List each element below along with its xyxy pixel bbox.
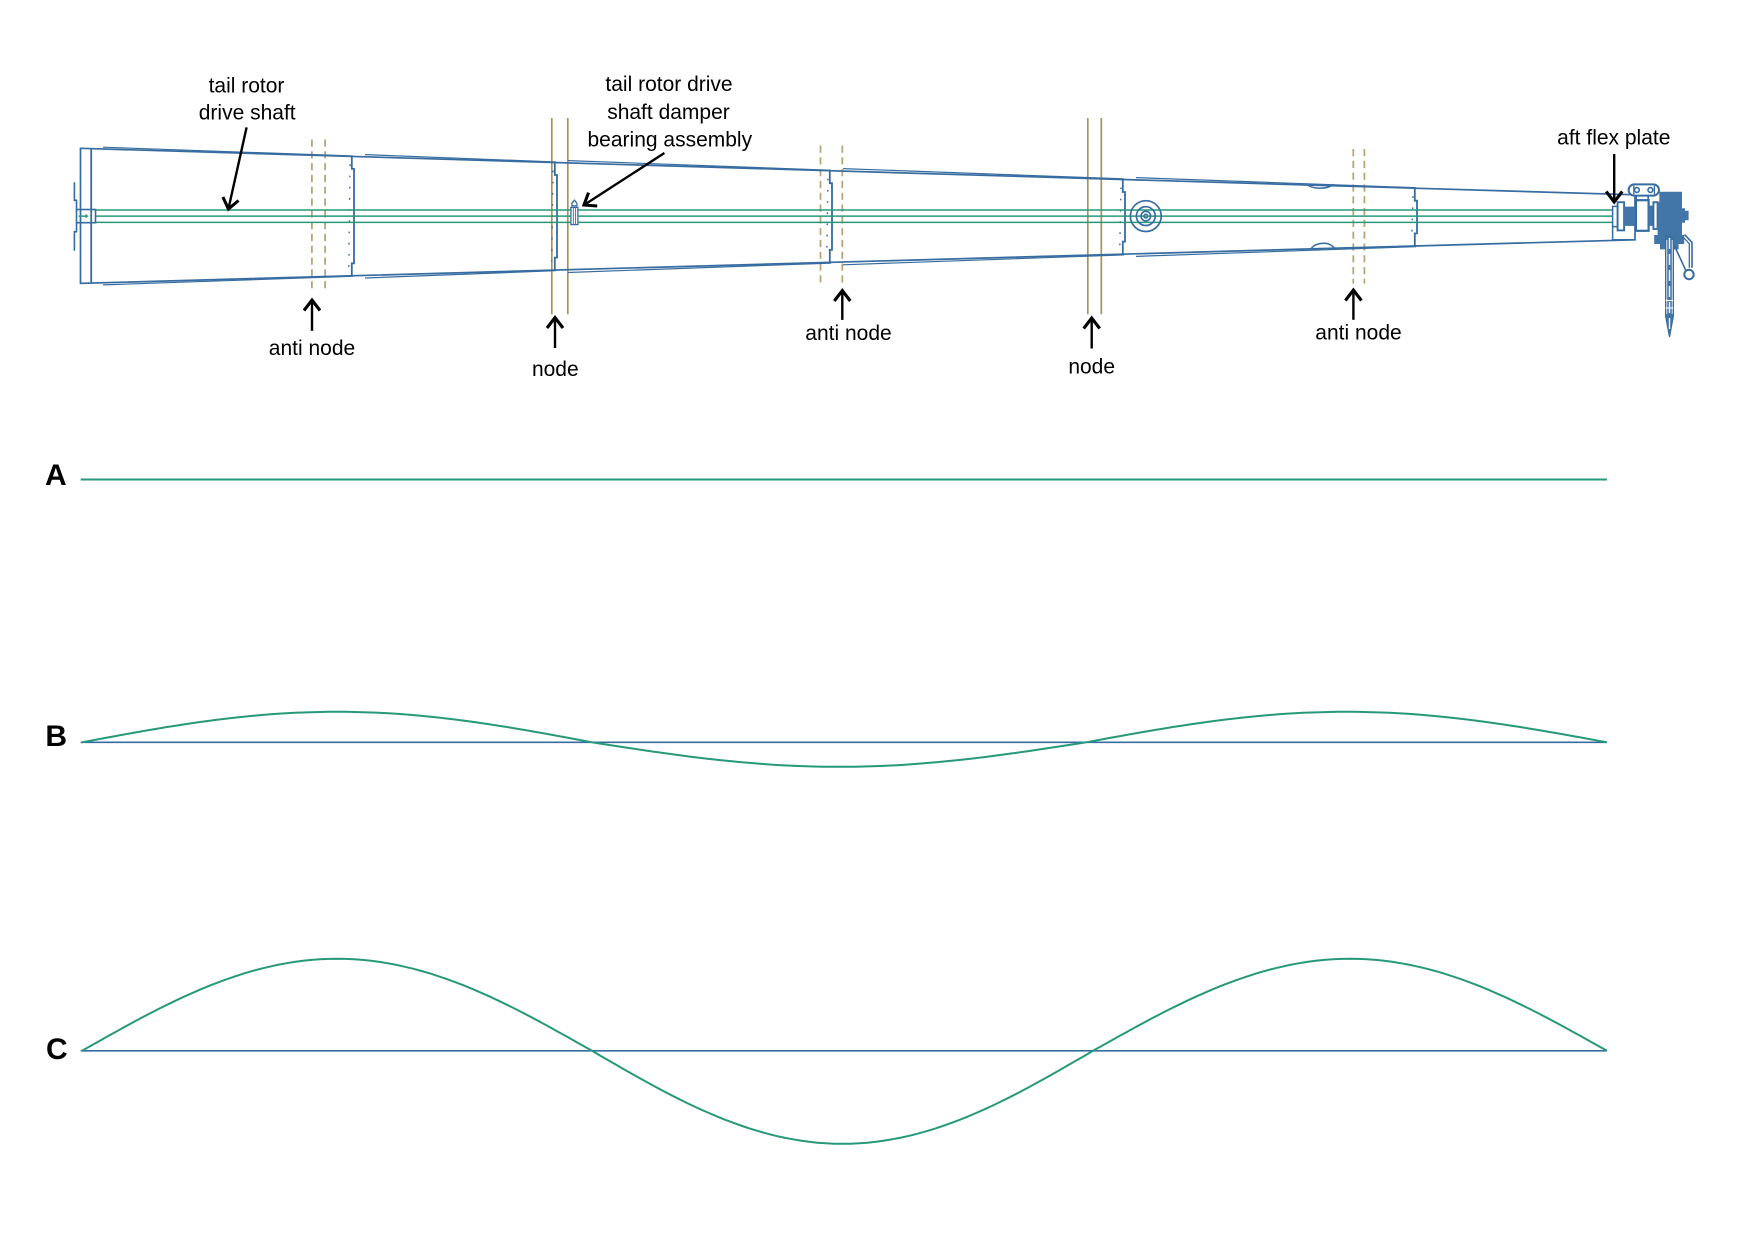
- svg-text:shaft damper: shaft damper: [607, 101, 730, 124]
- svg-text:drive shaft: drive shaft: [199, 102, 296, 125]
- svg-text:A: A: [45, 459, 67, 492]
- svg-text:tail rotor: tail rotor: [209, 75, 285, 98]
- svg-text:node: node: [532, 358, 579, 381]
- svg-text:C: C: [46, 1033, 68, 1066]
- svg-text:node: node: [1068, 356, 1115, 379]
- svg-text:bearing assembly: bearing assembly: [588, 129, 753, 152]
- svg-text:anti node: anti node: [805, 322, 891, 345]
- svg-text:anti node: anti node: [1315, 322, 1401, 345]
- svg-text:tail rotor drive: tail rotor drive: [605, 73, 732, 96]
- svg-text:anti node: anti node: [269, 337, 355, 360]
- svg-text:aft flex plate: aft flex plate: [1557, 127, 1670, 150]
- svg-text:B: B: [45, 720, 67, 753]
